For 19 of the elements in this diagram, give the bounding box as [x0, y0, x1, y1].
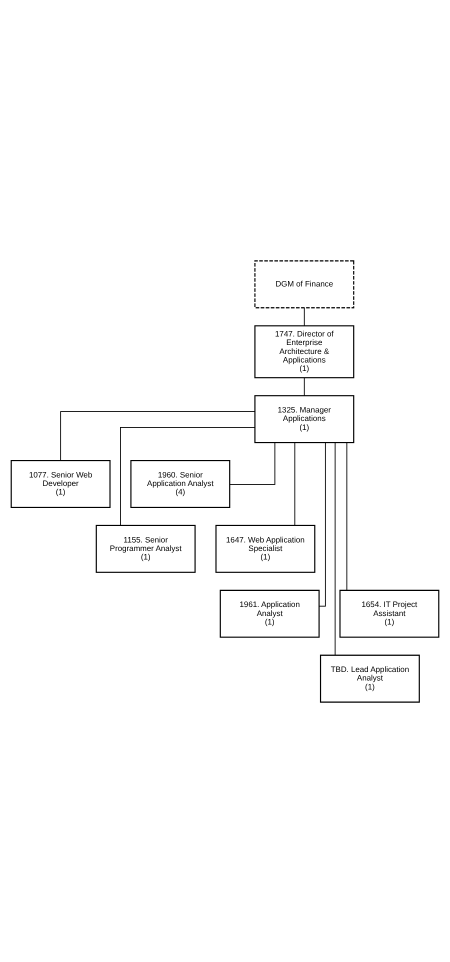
- connector: [304, 306, 305, 326]
- node-box: DGM of Finance: [254, 260, 354, 308]
- node-box: 1155. Senior Programmer Analyst (1): [96, 524, 196, 572]
- node-box: 1654. IT Project Assistant (1): [339, 589, 440, 638]
- node-box: 1647. Web Application Specialist (1): [215, 524, 316, 572]
- connector: [294, 442, 296, 526]
- connector: [346, 442, 348, 590]
- connector: [304, 376, 305, 396]
- connector: [334, 442, 336, 656]
- node-box: TBD. Lead Application Analyst (1): [320, 654, 420, 702]
- node-box: 1325. Manager Applications (1): [254, 394, 354, 443]
- connector: [229, 442, 276, 484]
- node-box: 1961. Application Analyst (1): [220, 589, 320, 638]
- connector: [60, 410, 256, 460]
- connector: [120, 426, 256, 526]
- connector: [318, 442, 326, 606]
- node-box: 1960. Senior Application Analyst (4): [130, 460, 230, 508]
- node-box: 1747. Director of Enterprise Architecture & Applications (1): [254, 324, 354, 378]
- node-box: 1077. Senior Web Developer (1): [10, 460, 111, 508]
